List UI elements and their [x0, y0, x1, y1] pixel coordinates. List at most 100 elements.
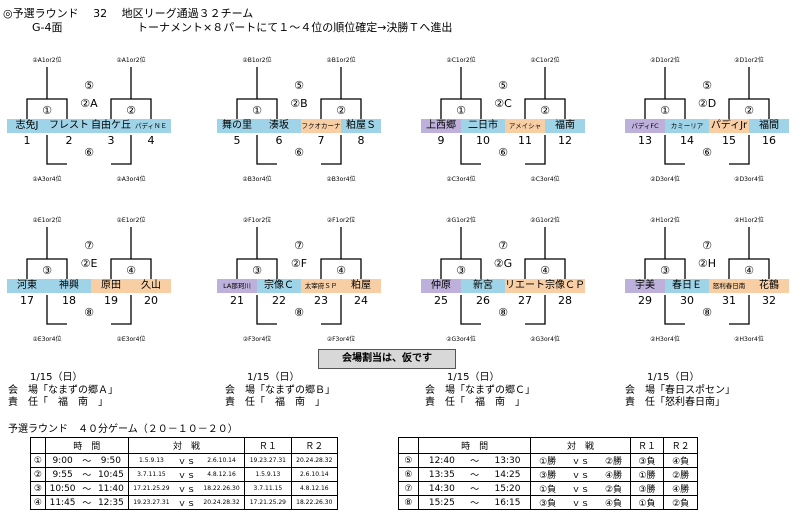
seed-label: ②E1or2位: [32, 217, 62, 224]
end-time: 10:45: [94, 467, 129, 482]
venue-info: 1/15（日） 会 場「春日スポセン」 責 任「怒利春日南」: [625, 372, 735, 410]
match-team-a: ③負: [530, 495, 564, 510]
bracket-lines: [440, 67, 566, 165]
team-name: 福南: [545, 119, 585, 133]
bottom-line-left: [664, 295, 685, 325]
venue-name: 会 場「春日スポセン」: [625, 384, 735, 396]
team-name: 粕屋: [341, 279, 381, 293]
bottom-line-left: [460, 135, 481, 165]
match-team-b: ④負: [597, 495, 631, 510]
venue-responsible: 責 任「 福 南 」: [8, 397, 108, 408]
team-number: 24: [354, 294, 368, 307]
tilde: ～: [79, 495, 95, 510]
team-name: パディＮＥ: [131, 119, 171, 133]
team-number: 25: [434, 294, 448, 307]
referee-2: 2.6.10.14: [290, 467, 339, 482]
seed-label: ②B3or4位: [326, 176, 356, 183]
bottom-line-right: [321, 135, 342, 165]
match-number: ①: [252, 104, 262, 117]
team-name: 宇美: [625, 279, 665, 293]
seed-label: ②F1or2位: [242, 217, 272, 224]
bottom-line-right: [729, 295, 750, 325]
venue-name: 会 場「なまずの郷Ｃ」: [425, 384, 535, 396]
seed-label: ②G1or2位: [446, 217, 476, 224]
venue-responsible: 責 任「 福 南 」: [425, 397, 525, 408]
end-time: 11:40: [94, 481, 129, 496]
vs-label: ｖｓ: [174, 495, 199, 510]
venue-info: 1/15（日） 会 場「なまずの郷Ｂ」 責 任「 福 南 」: [225, 372, 335, 410]
seed-label: ②F3or4位: [242, 336, 272, 343]
match-number: ②H: [697, 257, 717, 270]
referee-2: ②勝: [663, 467, 698, 482]
seed-label: ②C1or2位: [446, 57, 476, 64]
tilde: ～: [464, 495, 485, 510]
vs-label: ｖｓ: [563, 495, 598, 510]
bracket-block: ②G1or2位 ②G1or2位 ⑦ ③ ②G ④ ⑧ ②G3or4位 ②G3or…: [416, 212, 596, 372]
bottom-line-left: [46, 135, 67, 165]
match-team-b: ④勝: [597, 467, 631, 482]
venue-info: 1/15（日） 会 場「なまずの郷Ａ」 責 任「 福 南 」: [8, 372, 118, 410]
match-number: ②G: [493, 257, 513, 270]
referee-1: ①負: [629, 495, 665, 510]
schedule-header-row: 時 問 対 戦 Ｒ１ Ｒ２: [30, 437, 339, 454]
venue-name: 会 場「なまずの郷Ｂ」: [225, 384, 335, 396]
team-name: パディFC: [625, 119, 665, 133]
seed-label: ②B1or2位: [242, 57, 272, 64]
team-name: 福間: [749, 119, 789, 133]
match-number: ⑥: [294, 146, 304, 159]
match-number: ⑤: [294, 79, 304, 92]
referee-1: ①勝: [629, 467, 665, 482]
team-name: 上西郷: [421, 119, 461, 133]
match-number: ⑧: [294, 306, 304, 319]
game-number: ③: [30, 481, 46, 496]
match-number: ⑤: [84, 79, 94, 92]
team-name: 春日Ｅ: [665, 279, 709, 293]
schedule-table-right: 時 問 対 戦 Ｒ１ Ｒ２ ⑤ 12:40 ～ 13:30 ①勝 ｖｓ ②勝 ③…: [398, 437, 698, 510]
team-number: 23: [314, 294, 328, 307]
team-name: フレスト: [47, 119, 91, 133]
team-name: 花鶴: [749, 279, 789, 293]
match-number: ⑥: [702, 146, 712, 159]
referee-1: 19.23.27.31: [244, 453, 292, 468]
match-number: ②: [540, 104, 550, 117]
schedule-row: ② 9:55 ～ 10:45 3.7.11.15 ｖｓ 4.8.12.16 1.…: [30, 467, 339, 482]
start-time: 10:50: [44, 481, 80, 496]
seed-label: ②E3or4位: [32, 336, 62, 343]
match-number: ③: [660, 264, 670, 277]
match-number: ①: [456, 104, 466, 117]
team-name: 湊坂: [257, 119, 301, 133]
team-number: 10: [476, 134, 490, 147]
referee-2: ②負: [663, 495, 698, 510]
team-number: 11: [518, 134, 532, 147]
team-number: 29: [638, 294, 652, 307]
team-name: 仲原: [421, 279, 461, 293]
referee-2: 4.8.12.16: [290, 481, 339, 496]
match-number: ⑥: [84, 146, 94, 159]
tilde: ～: [464, 481, 485, 496]
vs-label: ｖｓ: [174, 467, 199, 482]
match-number: ⑥: [498, 146, 508, 159]
bracket-lines: [26, 227, 152, 325]
seed-label: ②A3or4位: [116, 176, 146, 183]
team-name: 原田: [91, 279, 131, 293]
referee-2: ④勝: [663, 481, 698, 496]
end-time: 14:25: [484, 467, 532, 482]
team-name: 怒利春日南: [709, 279, 749, 293]
match-number: ⑧: [498, 306, 508, 319]
schedule-row: ⑧ 15:25 ～ 16:15 ③負 ｖｓ ④負 ①負 ②負: [398, 495, 698, 510]
vs-label: ｖｓ: [174, 453, 199, 468]
team-name: 宗像ＣＰ: [545, 279, 585, 293]
tilde: ～: [79, 467, 95, 482]
venue-notice: 会場割当は、仮です: [318, 349, 456, 369]
r2-header: Ｒ２: [663, 437, 698, 454]
team-number: 17: [20, 294, 34, 307]
schedule-row: ⑤ 12:40 ～ 13:30 ①勝 ｖｓ ②勝 ③負 ④負: [398, 453, 698, 468]
team-number: 4: [147, 134, 155, 147]
bracket-lines: [236, 227, 362, 325]
team-number: 1: [23, 134, 31, 147]
bottom-line-left: [256, 295, 277, 325]
game-number: ①: [30, 453, 46, 468]
end-time: 13:30: [484, 453, 532, 468]
start-time: 14:30: [417, 481, 465, 496]
tilde: ～: [79, 453, 95, 468]
